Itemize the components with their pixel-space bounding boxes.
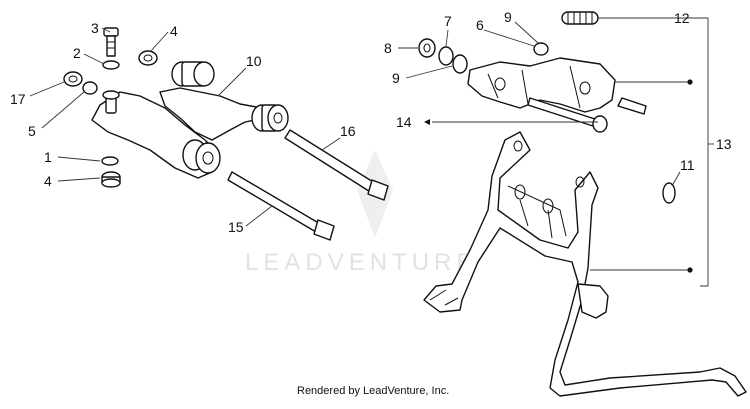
- render-credit: Rendered by LeadVenture, Inc.: [297, 385, 449, 397]
- leader-lines: [29, 17, 714, 287]
- nut-part-4-top: [138, 50, 158, 66]
- callout-12: 12: [674, 10, 690, 26]
- swing-arm-assembly: [63, 27, 389, 241]
- washer-part-2: [102, 60, 120, 70]
- o-ring-part-11: [662, 182, 676, 204]
- bolt-part-14: [527, 97, 608, 133]
- bolt-part-15: [284, 129, 389, 201]
- nut-part-8: [418, 38, 436, 58]
- callout-13: 13: [716, 136, 732, 152]
- arm-bushing-upper: [171, 61, 215, 87]
- callout-10: 10: [246, 53, 262, 69]
- callout-17: 17: [10, 91, 26, 107]
- bushing-part-17: [63, 71, 83, 87]
- callout-4-bottom: 4: [44, 173, 52, 189]
- bolt-part-16: [227, 171, 335, 241]
- callout-1: 1: [44, 149, 52, 165]
- callout-2: 2: [73, 45, 81, 61]
- callout-15: 16: [340, 123, 356, 139]
- arm-bushing-lower: [182, 139, 221, 174]
- washer-part-9-left: [452, 54, 468, 74]
- callout-14: 14: [396, 114, 412, 130]
- watermark-text: LEADVENTURE: [245, 249, 477, 276]
- arm-bushing-right: [251, 104, 289, 132]
- stand-foot-pad: [577, 283, 609, 319]
- bolt-part-3: [103, 27, 119, 57]
- washer-part-7: [438, 46, 454, 66]
- callout-7: 7: [444, 13, 452, 29]
- washer-part-1: [101, 156, 119, 166]
- washer-part-5: [82, 81, 98, 95]
- callout-9-top: 9: [504, 9, 512, 25]
- callout-4-top: 4: [170, 23, 178, 39]
- spring-part-12: [561, 11, 599, 25]
- callout-9-left: 9: [392, 70, 400, 86]
- nut-part-4-bottom: [101, 171, 121, 188]
- callout-11: 11: [680, 157, 695, 173]
- callout-labels: 3 2 4 17 5 1 4 10 16 15 8 7 6 9 9 12 14 …: [10, 9, 732, 235]
- watermark: LEADVENTURE: [245, 150, 477, 276]
- stand-assembly: [418, 11, 747, 397]
- callout-5: 5: [28, 123, 36, 139]
- washer-part-9-top: [533, 42, 549, 56]
- center-stand-frame: [423, 131, 747, 397]
- callout-3: 3: [91, 20, 99, 36]
- callout-16: 15: [228, 219, 244, 235]
- callout-6: 6: [476, 17, 484, 33]
- callout-8: 8: [384, 40, 392, 56]
